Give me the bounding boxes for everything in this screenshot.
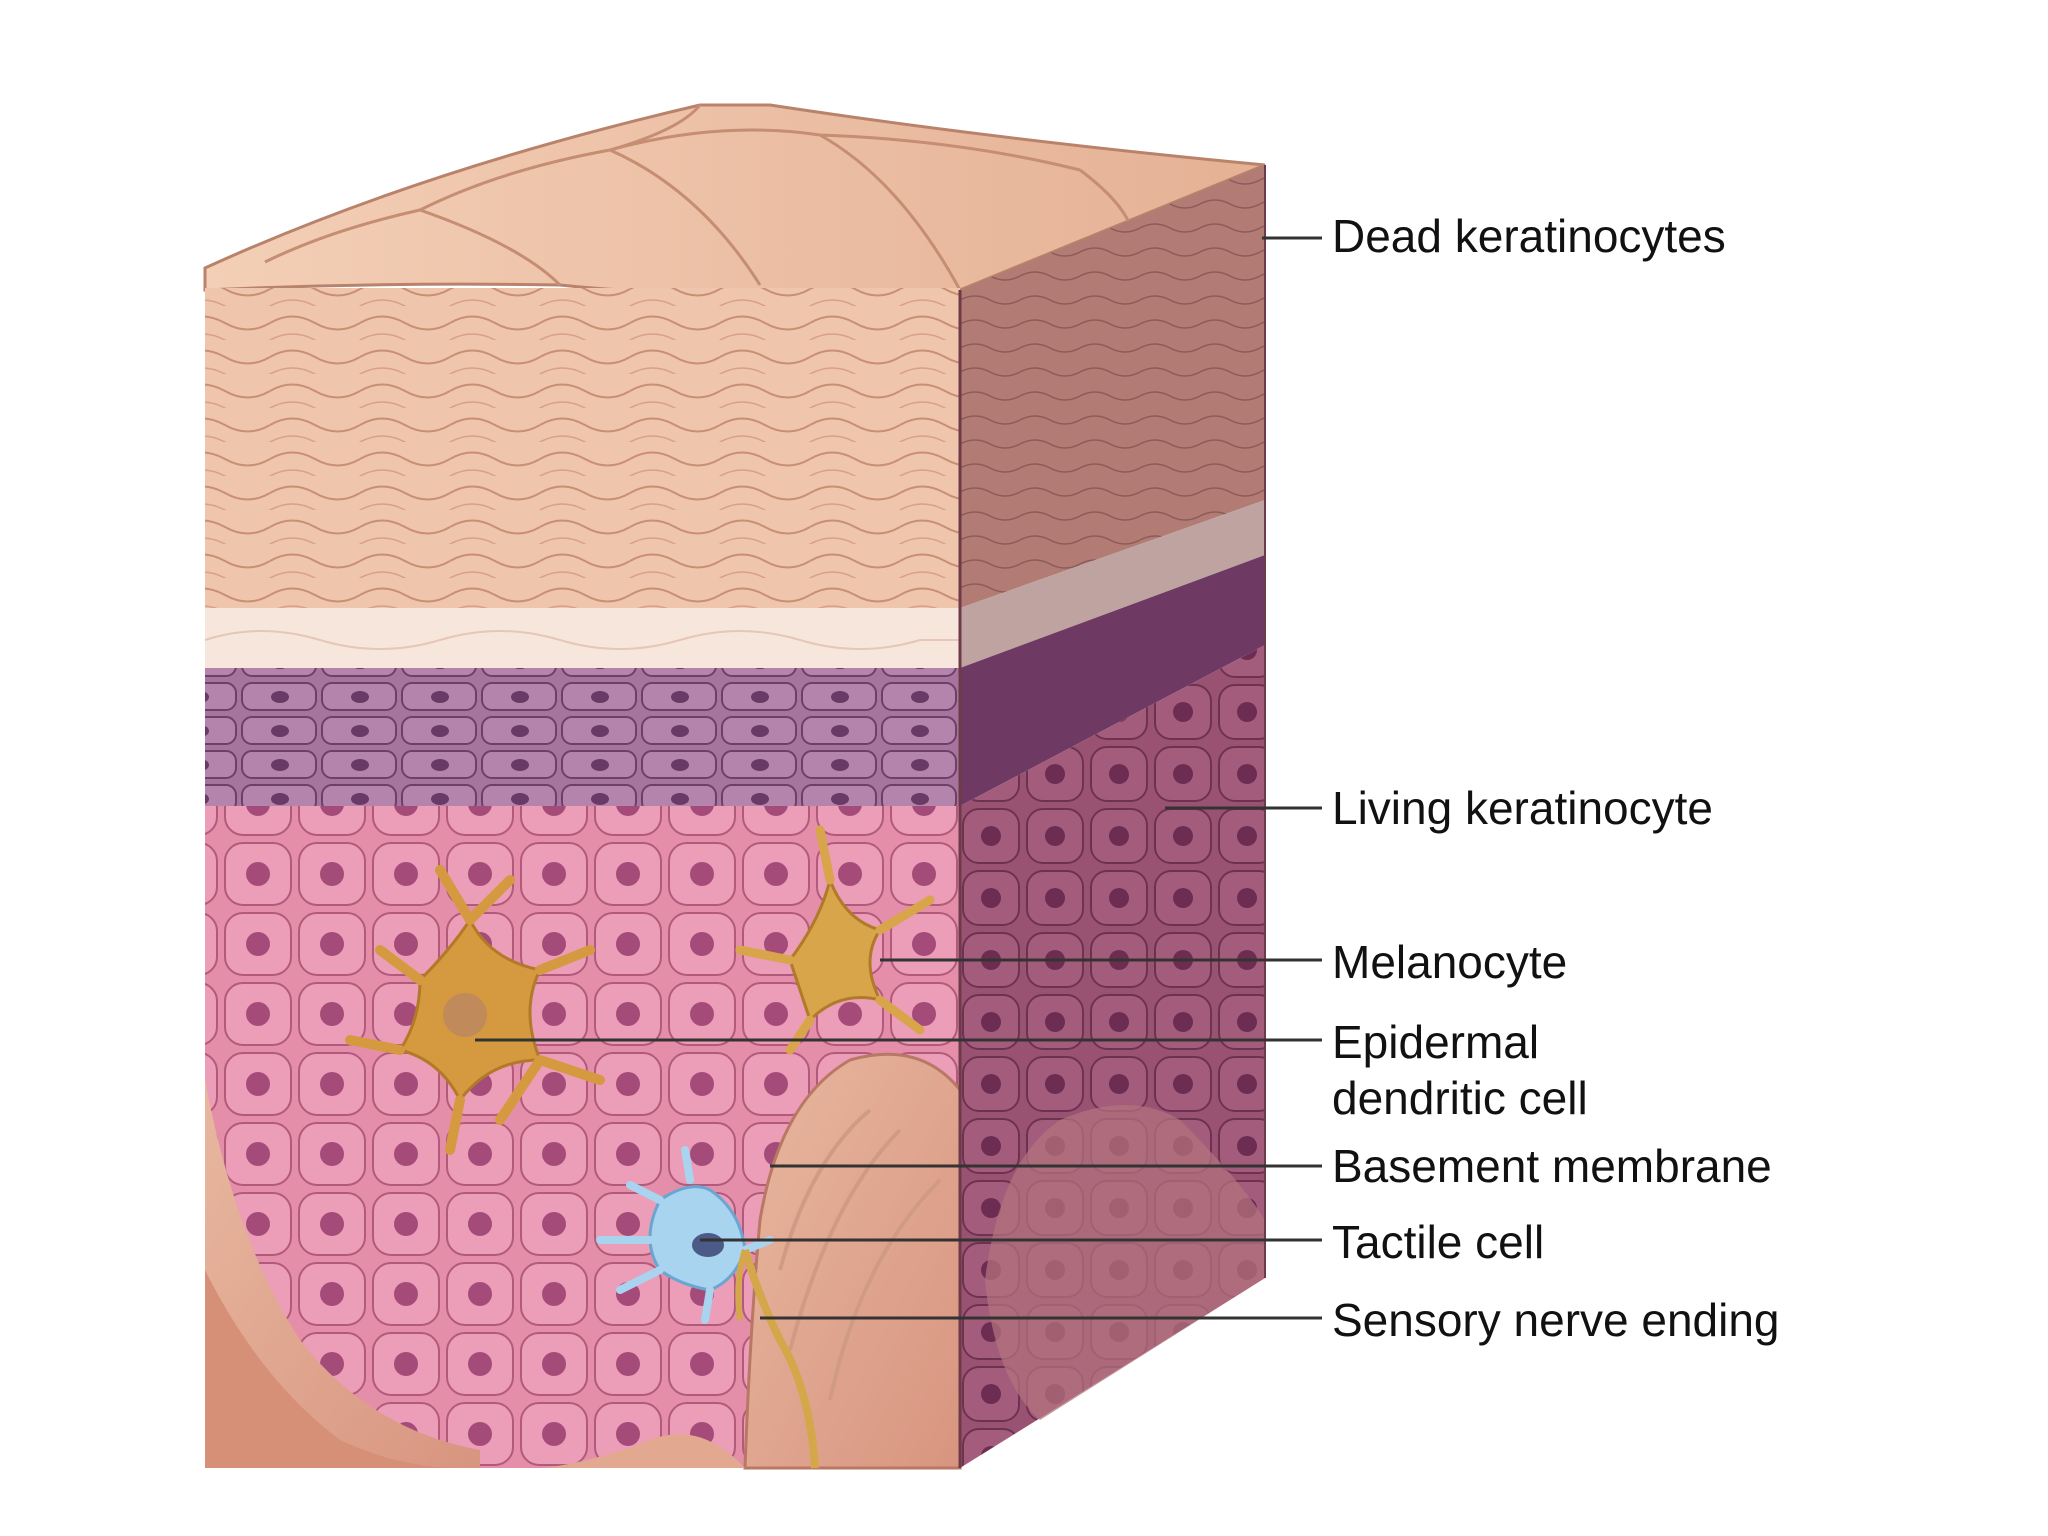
sensory-nerve [735,1248,819,1469]
stratum-lucidum-front [204,608,960,670]
side-face [958,165,1266,1468]
label-epidermal-dendritic-cell-line2: dendritic cell [1332,1072,1588,1124]
dermal-papilla [743,1052,962,1470]
label-tactile-cell: Tactile cell [1332,1216,1544,1268]
label-epidermal-dendritic-cell-line1: Epidermal [1332,1016,1539,1068]
labels: Dead keratinocytes Living keratinocyte M… [1332,210,1780,1346]
label-dead-keratinocytes: Dead keratinocytes [1332,210,1726,262]
stratum-corneum-front [205,288,960,608]
stratum-granulosum-front [205,668,960,808]
melanocyte-cell [735,825,935,1055]
epidermal-dendritic-cell [345,865,605,1155]
dermis [205,1052,962,1470]
leader-lines [475,236,1322,1320]
label-basement-membrane: Basement membrane [1332,1140,1772,1192]
label-living-keratinocyte: Living keratinocyte [1332,782,1713,834]
label-sensory-nerve-ending: Sensory nerve ending [1332,1294,1780,1346]
tactile-cell [596,1146,774,1324]
skin-surface-top [203,103,1266,296]
label-melanocyte: Melanocyte [1332,936,1567,988]
